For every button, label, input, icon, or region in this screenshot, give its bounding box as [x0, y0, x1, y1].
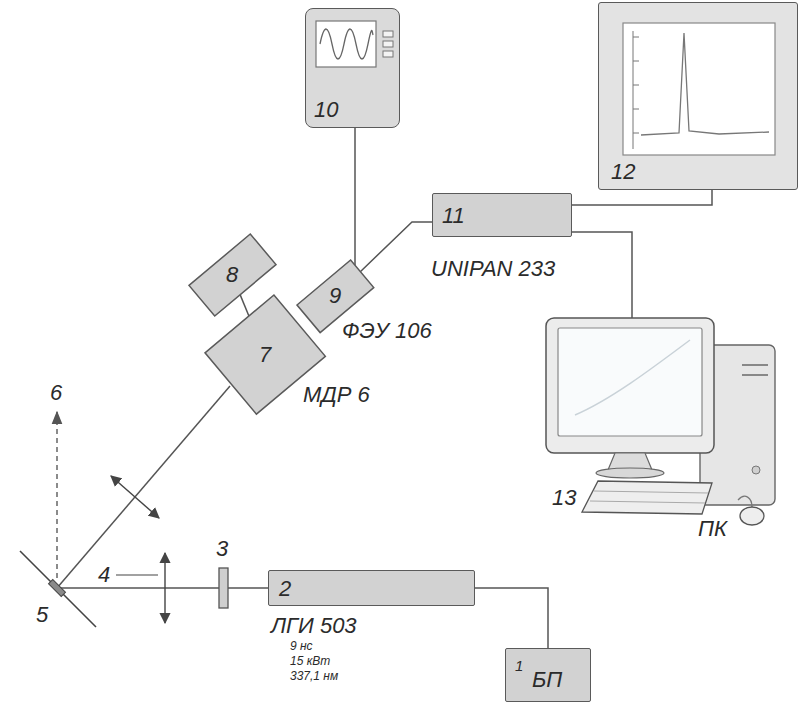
device-model: UNIPAN 233: [431, 256, 555, 281]
axis-tick: [633, 61, 639, 62]
device-name: ПК: [698, 516, 727, 541]
monitor-screen: [623, 23, 775, 155]
screen-glare: [575, 340, 690, 415]
laser-spec: 337,1 нм: [290, 670, 338, 684]
callout-number: 10: [314, 97, 338, 122]
scope-button: [383, 31, 393, 37]
waveform: [320, 29, 373, 59]
cable-connector: [354, 128, 356, 265]
monitor-base: [596, 468, 664, 478]
drive-slot: [742, 364, 768, 366]
device-model: ЛГИ 503: [271, 613, 357, 638]
keyboard: [582, 481, 712, 514]
callout-number: 12: [611, 159, 635, 184]
spectrum-trace: [641, 33, 769, 135]
sample: [49, 580, 66, 597]
callout-number: 13: [552, 485, 576, 510]
power-supply-box: 1БП: [505, 648, 591, 702]
mouse-cable: [738, 496, 752, 507]
laser-box: 2ЛГИ 503: [268, 570, 475, 606]
monochromator-box: 7МДР 6: [203, 293, 327, 416]
callout-number: 6: [50, 380, 62, 405]
laser-spec: 15 кВт: [290, 655, 330, 669]
plot-axis: [633, 31, 634, 149]
power-button: [752, 466, 760, 474]
callout-number: 11: [442, 203, 465, 228]
axis-tick: [633, 133, 639, 134]
callout-number: 7: [259, 342, 271, 367]
photomultiplier-box: 9ФЭУ 106: [295, 258, 376, 335]
box-shape: [189, 234, 276, 316]
mouse: [740, 507, 764, 525]
lens-symbol: [111, 476, 159, 518]
cable-connector: [360, 222, 432, 272]
oscilloscope: 10: [305, 8, 400, 128]
axis-tick: [633, 109, 639, 110]
cable-connector: [475, 588, 548, 648]
leader-line: [116, 574, 158, 575]
device-model: ФЭУ 106: [342, 318, 432, 343]
device-model: МДР 6: [303, 382, 370, 407]
sample-plane: [20, 551, 96, 627]
pc-screen: [558, 328, 702, 436]
emission-beam: [57, 386, 230, 588]
scope-button: [383, 41, 393, 47]
callout-number: 1: [515, 657, 523, 674]
key-rows: [590, 491, 708, 503]
laser-beam: [57, 587, 268, 589]
lens-symbol: [164, 553, 165, 623]
cable-connector: [240, 294, 249, 316]
callout-number: 2: [279, 576, 291, 601]
axis-tick: [633, 37, 639, 38]
filter-element: [219, 568, 228, 608]
scope-screen: [316, 21, 376, 67]
scope-button: [383, 51, 393, 57]
cable: [572, 232, 632, 318]
callout-number: 8: [226, 262, 238, 287]
callout-number: 4: [98, 562, 110, 587]
cable-connector: [572, 190, 712, 205]
callout-number: 3: [216, 536, 228, 561]
axis-tick: [633, 85, 639, 86]
callout-number: 5: [36, 602, 48, 627]
callout-number: 9: [329, 283, 341, 308]
device-name: БП: [532, 667, 562, 692]
laser-spec: 9 нс: [290, 640, 313, 654]
reflected-beam-arrow: [56, 412, 58, 578]
pc-monitor: [546, 318, 714, 453]
analyzer-box: 11UNIPAN 233: [432, 193, 572, 237]
display-monitor: 12: [598, 2, 798, 190]
drive-slot: [742, 374, 768, 376]
